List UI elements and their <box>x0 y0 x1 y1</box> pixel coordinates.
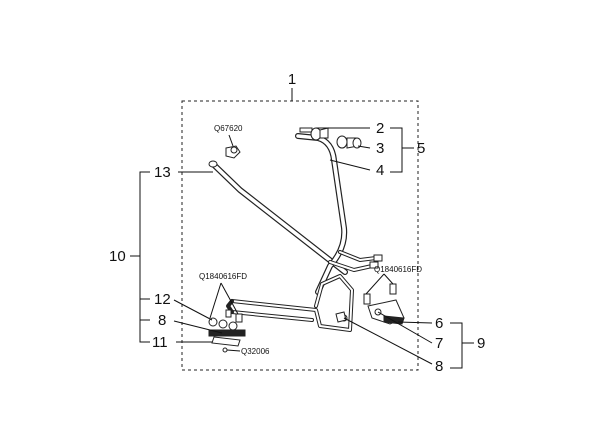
callout-8-right: 8 <box>435 358 443 375</box>
leader-bolt-left-b <box>220 282 239 315</box>
fitting-2 <box>299 127 329 141</box>
leader-bolt-right-a <box>365 273 385 295</box>
cross-fitting <box>328 250 383 272</box>
callout-9: 9 <box>477 335 485 352</box>
leader-4 <box>329 159 371 171</box>
callout-13: 13 <box>154 164 171 181</box>
callout-4: 4 <box>376 162 384 179</box>
long-pipe <box>208 160 348 275</box>
callout-8-left: 8 <box>158 312 166 329</box>
part-code-bolt-left: Q1840616FD <box>199 272 247 281</box>
callout-7: 7 <box>435 335 443 352</box>
part-code-nut-bottom: Q32006 <box>241 347 270 356</box>
bent-pipe <box>295 133 348 295</box>
leader-3 <box>357 145 371 149</box>
leader-8-left <box>173 320 223 334</box>
leader-8-right <box>343 317 433 365</box>
right-bracket-assembly <box>335 283 405 325</box>
leader-bolt-left-a <box>209 282 222 319</box>
clip-part <box>225 145 241 159</box>
leader-6 <box>397 321 433 324</box>
left-clamp-assembly <box>208 309 246 353</box>
callout-3: 3 <box>376 140 384 157</box>
callout-1: 1 <box>288 71 296 88</box>
callout-11: 11 <box>152 334 168 351</box>
callout-5: 5 <box>417 140 425 157</box>
bracket-5 <box>390 127 414 173</box>
leader-bolt-right-b <box>383 273 394 285</box>
leader-12 <box>173 299 213 321</box>
frame-loop <box>226 274 354 332</box>
callout-6: 6 <box>435 315 443 332</box>
leader-nut-bottom <box>226 349 241 352</box>
callout-10: 10 <box>109 248 126 265</box>
part-code-bolt-right: Q1840616FD <box>374 265 422 274</box>
leader-7 <box>377 311 433 344</box>
leader-clip-code <box>228 134 234 147</box>
bracket-10 <box>130 171 150 343</box>
bracket-9 <box>450 322 474 369</box>
part-code-clip: Q67620 <box>214 124 243 133</box>
callout-12: 12 <box>154 291 171 308</box>
callout-2: 2 <box>376 120 384 137</box>
fitting-3 <box>336 135 362 149</box>
